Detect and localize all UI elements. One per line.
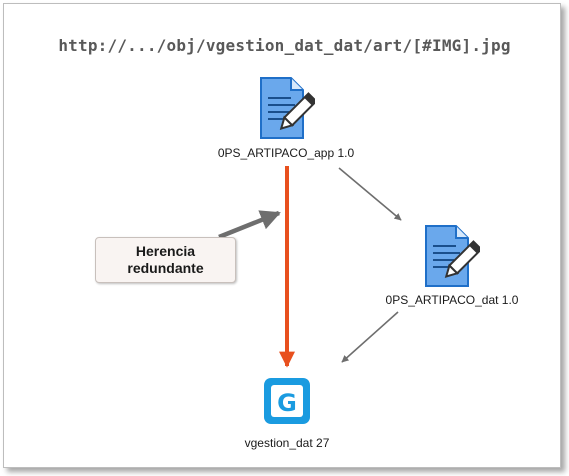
g-logo-icon: G [264,378,310,424]
callout-line-2: redundante [127,260,204,276]
node-label-vgestion: vgestion_dat 27 [244,436,330,450]
diagram-title: http://.../obj/vgestion_dat_dat/art/[#IM… [58,36,511,55]
document-edit-icon [260,77,315,139]
node-label-dat: 0PS_ARTIPACO_dat 1.0 [385,293,519,307]
edge-dat-to-vgestion [341,311,399,363]
redundant-inheritance-callout: Herencia redundante [95,237,236,283]
callout-line-1: Herencia [135,243,196,259]
g-logo-glyph: G [277,389,297,417]
edge-app-to-dat [338,167,402,221]
callout-pointer [218,210,281,240]
node-label-app: 0PS_ARTIPACO_app 1.0 [217,146,355,160]
document-edit-icon [425,225,480,287]
